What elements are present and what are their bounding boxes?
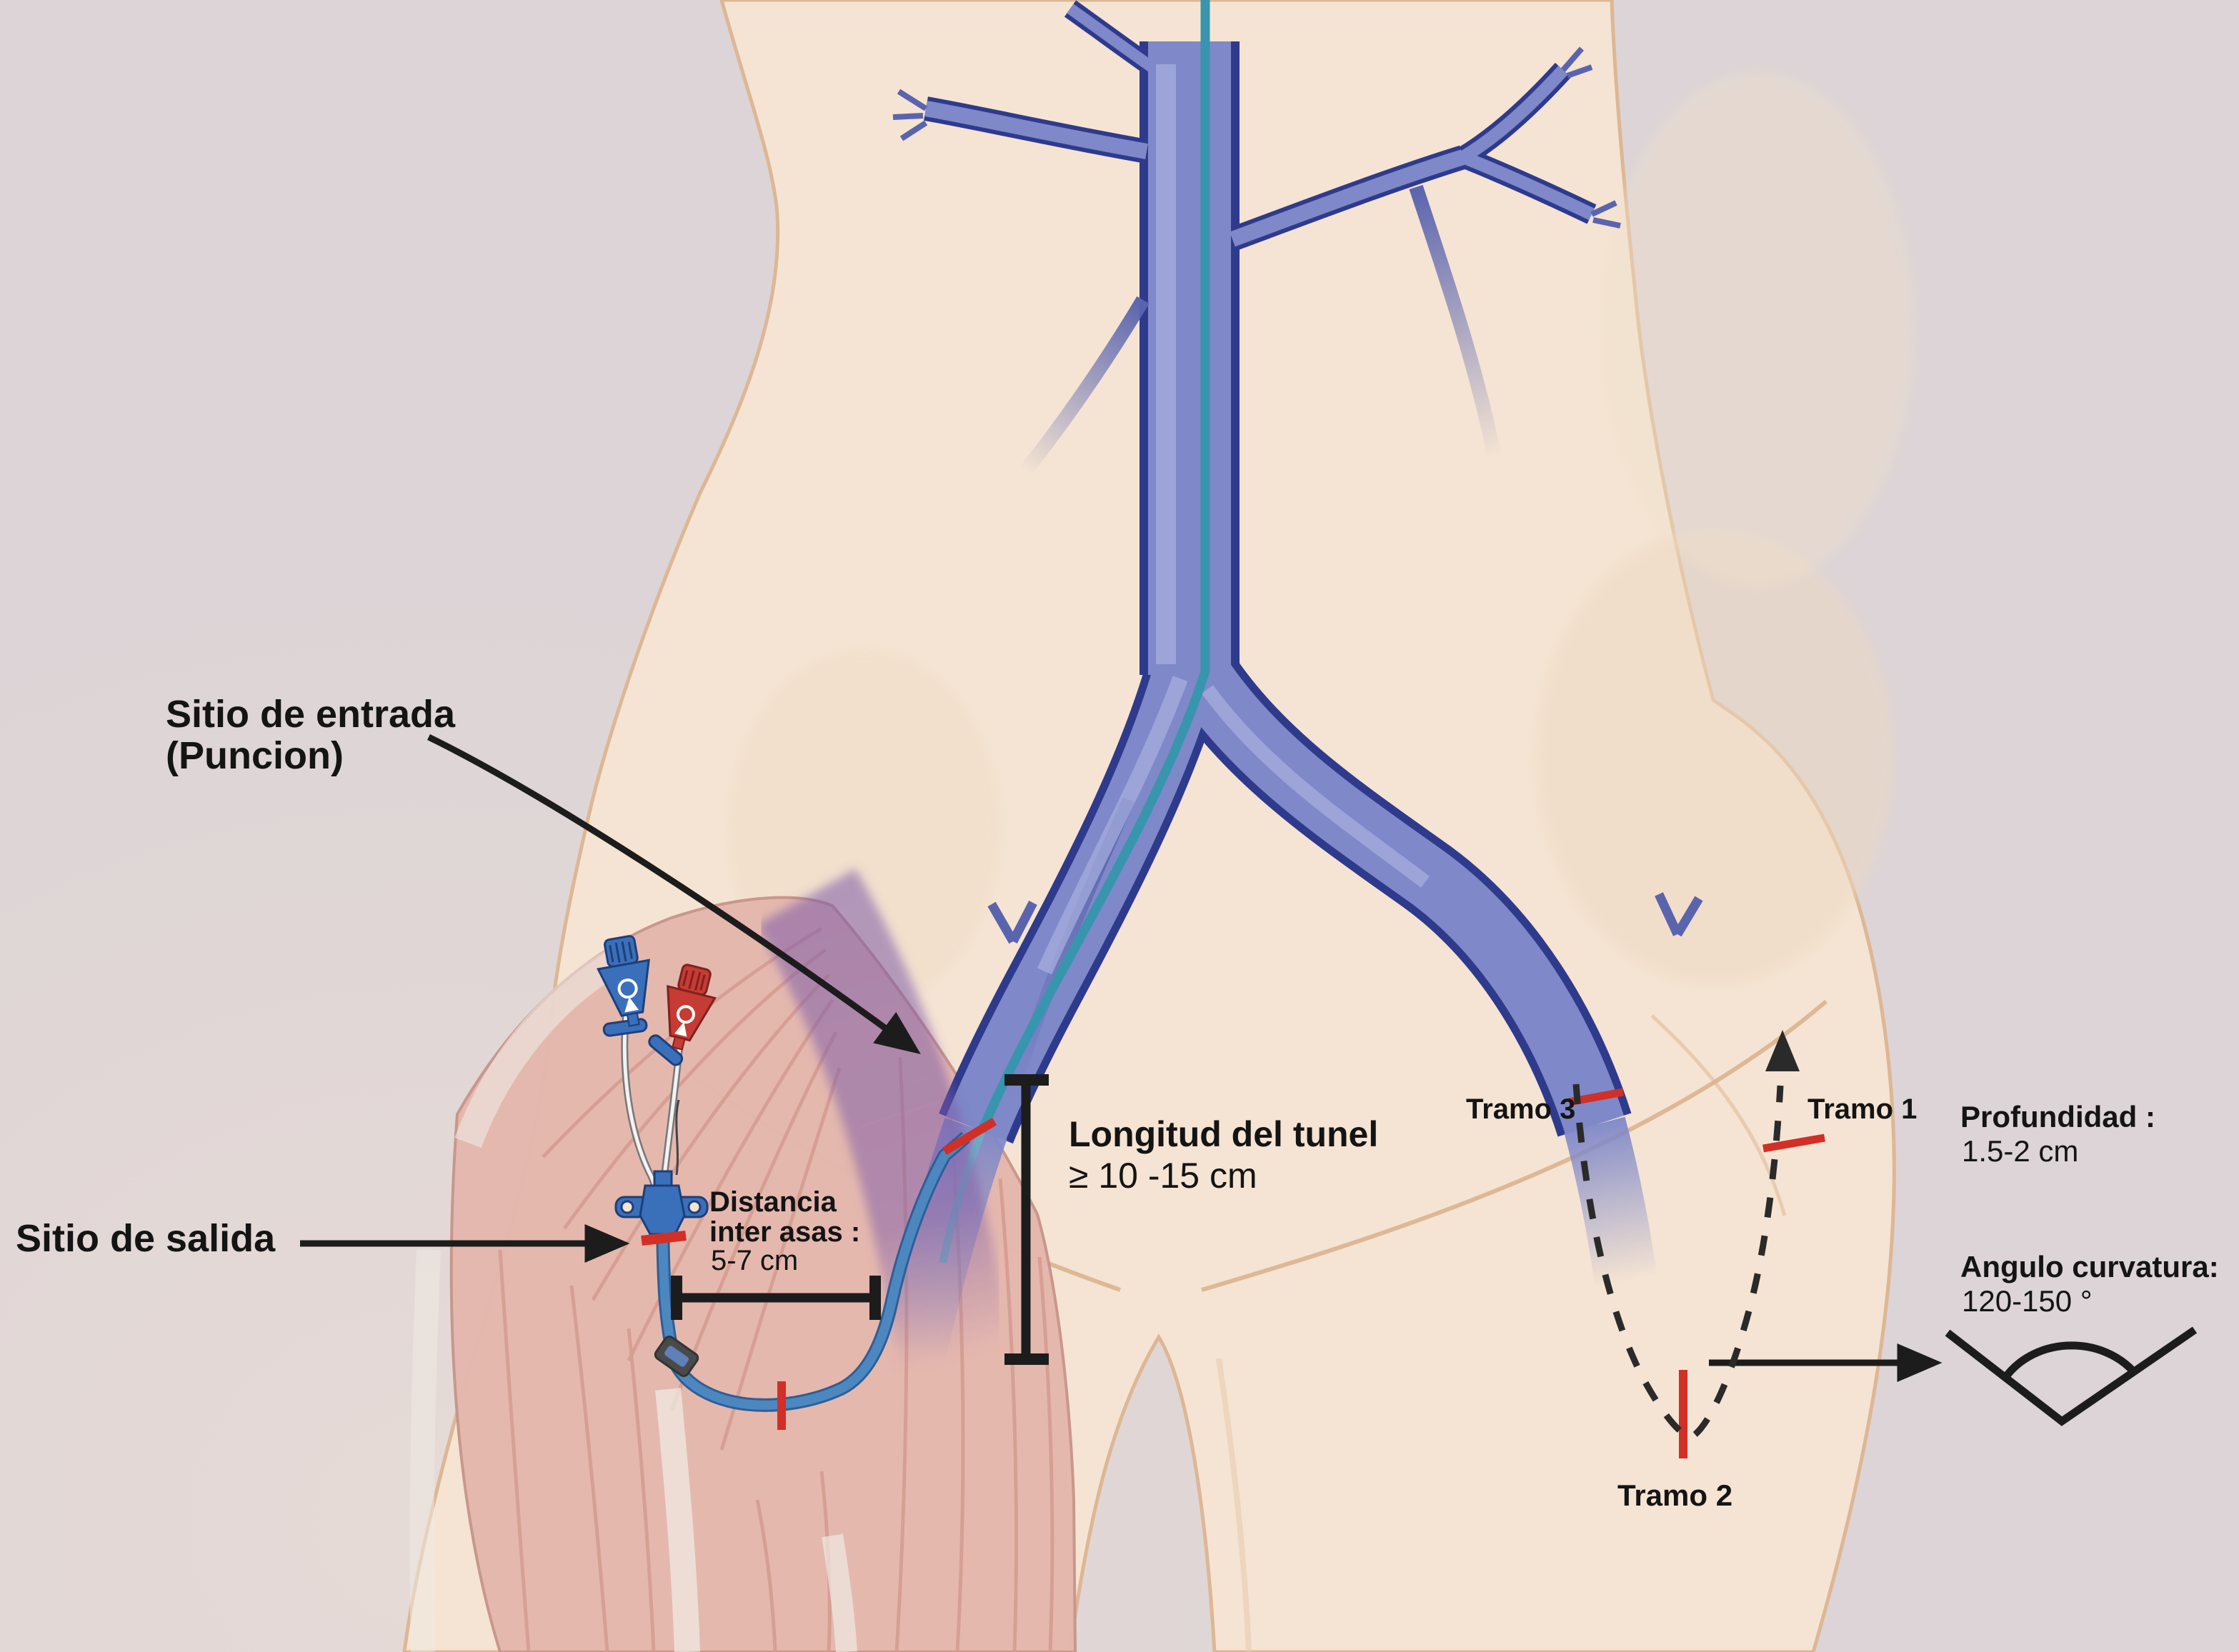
inter-loop-label-line2: inter asas : bbox=[709, 1216, 861, 1248]
rulers bbox=[671, 1074, 1049, 1365]
inter-loop-label-line1: Distancia bbox=[709, 1186, 837, 1218]
tunnel-length-label: Longitud del tunel bbox=[1069, 1114, 1379, 1154]
tramo1-label: Tramo 1 bbox=[1807, 1093, 1918, 1125]
tramo1-mark bbox=[1762, 1133, 1825, 1153]
depth-value: 1.5-2 cm bbox=[1962, 1134, 2079, 1168]
inner-thigh-crease bbox=[1216, 1358, 1252, 1652]
torso-shading bbox=[1600, 71, 1915, 586]
entry-site-label-line1: Sitio de entrada bbox=[166, 693, 456, 736]
entry-site-mark bbox=[942, 1117, 997, 1156]
depth-label: Profundidad : bbox=[1960, 1100, 2155, 1133]
catheter-cuff bbox=[654, 1336, 699, 1377]
tunnel-overlay bbox=[756, 868, 1012, 1369]
tunneled-catheter bbox=[654, 1131, 971, 1412]
up-arrow-icon bbox=[1765, 1030, 1800, 1071]
tramo3-label: Tramo 3 bbox=[1466, 1093, 1576, 1125]
groin-vein-fork bbox=[987, 892, 1703, 944]
blue-lumen-connector-icon bbox=[597, 935, 650, 1027]
pelvis-shading bbox=[1536, 529, 1893, 986]
vein-highlight bbox=[1037, 64, 1430, 975]
angle-icon bbox=[1945, 1326, 2198, 1426]
curvature-angle-value: 120-150 ° bbox=[1962, 1284, 2093, 1318]
muscle-fascia bbox=[409, 944, 857, 1652]
tunnel-length-ruler bbox=[1004, 1074, 1049, 1365]
right-hip-crease bbox=[1650, 1014, 1787, 1216]
entry-site-label-line2: (Puncion) bbox=[166, 734, 344, 777]
catheter-in-vein bbox=[977, 0, 1210, 1133]
tramo2-label: Tramo 2 bbox=[1617, 1478, 1733, 1512]
tunnel-length-value: ≥ 10 -15 cm bbox=[1069, 1156, 1257, 1196]
inter-loop-value: 5-7 cm bbox=[711, 1245, 799, 1276]
right-inguinal-crease bbox=[1201, 999, 1827, 1292]
exit-site-mark bbox=[641, 1231, 687, 1246]
right-renal-branch bbox=[1230, 149, 1466, 247]
exit-site-label: Sitio de salida bbox=[16, 1217, 276, 1260]
guidewire-icon bbox=[675, 1099, 680, 1176]
tube-clamp-icon bbox=[648, 1034, 684, 1066]
catheter-hub-assembly bbox=[597, 935, 717, 1236]
red-lumen-connector-icon bbox=[667, 963, 717, 1051]
catheter-hub bbox=[639, 1184, 686, 1236]
curvature-angle-label: Angulo curvatura: bbox=[1960, 1250, 2219, 1283]
right-femoral-fade bbox=[1564, 1116, 1657, 1286]
vein-fray bbox=[892, 46, 1621, 229]
entry-arrow bbox=[427, 734, 921, 1055]
inter-loop-ruler bbox=[671, 1276, 881, 1320]
left-renal-branch bbox=[924, 101, 1148, 159]
